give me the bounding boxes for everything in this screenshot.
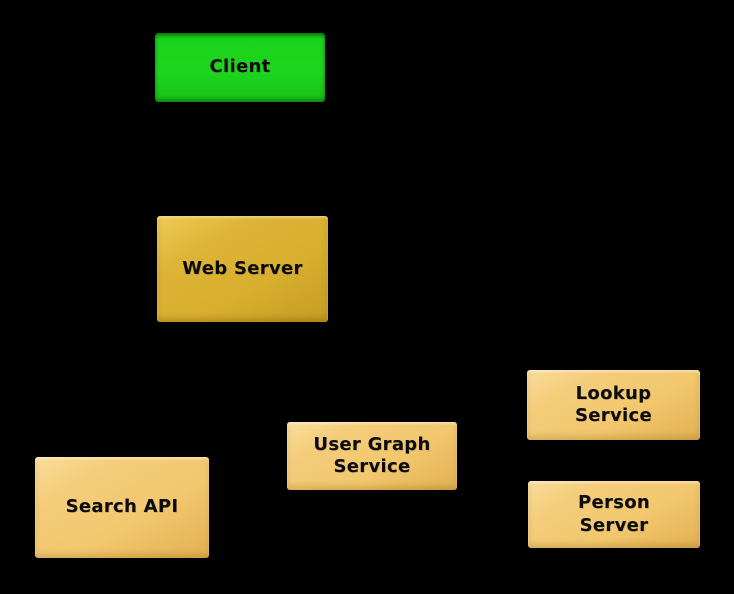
node-search-api-label: Search API bbox=[65, 496, 179, 518]
node-person-server: Person Server bbox=[528, 481, 700, 548]
node-person-server-label: Person Server bbox=[578, 492, 650, 536]
node-client-label: Client bbox=[209, 56, 271, 78]
node-lookup-service-label: Lookup Service bbox=[575, 382, 652, 427]
node-client: Client bbox=[155, 33, 325, 102]
node-web-server-label: Web Server bbox=[182, 257, 303, 279]
node-user-graph-service-label: User Graph Service bbox=[313, 433, 431, 478]
node-lookup-service: Lookup Service bbox=[527, 370, 700, 440]
node-search-api: Search API bbox=[35, 457, 209, 558]
node-user-graph-service: User Graph Service bbox=[287, 422, 457, 490]
node-web-server: Web Server bbox=[157, 216, 328, 322]
